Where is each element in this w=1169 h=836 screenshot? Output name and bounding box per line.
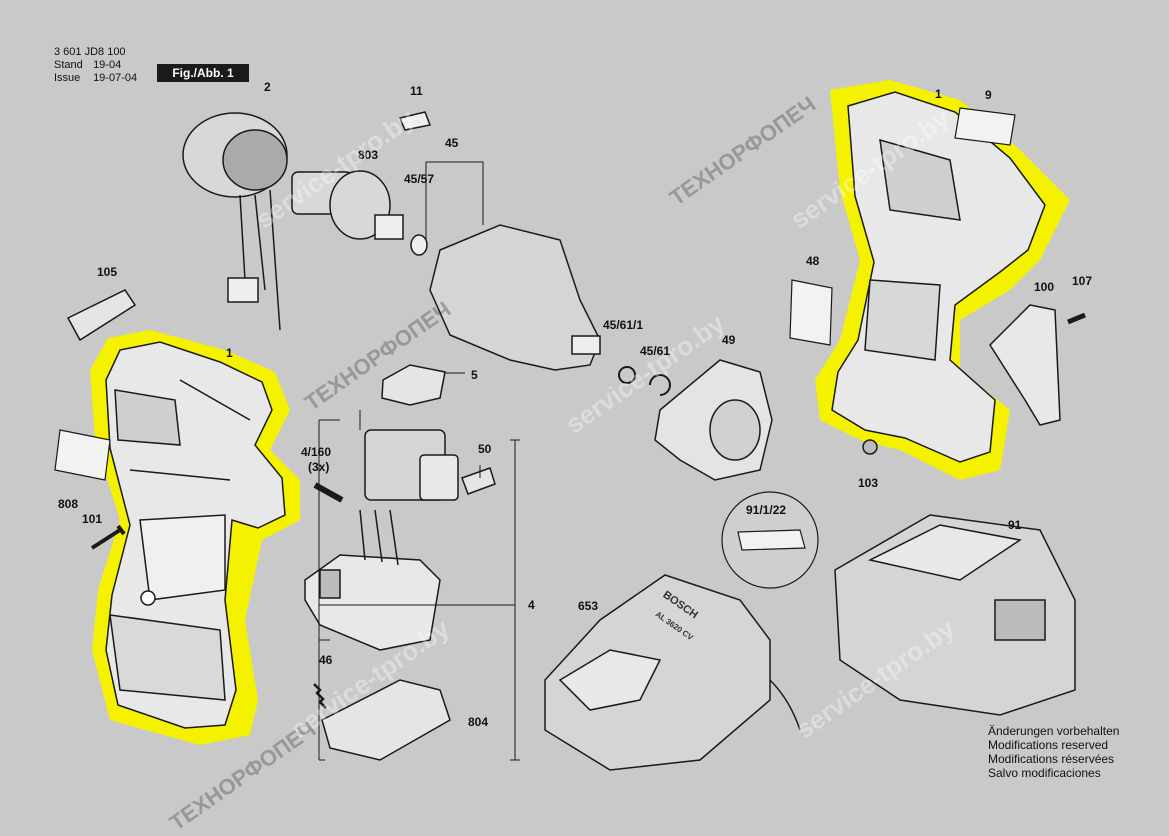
part-label-803: 803: [358, 148, 379, 162]
part-label-101: 101: [82, 512, 103, 526]
label-808: [54, 429, 111, 481]
modification-notes: Änderungen vorbehalten Modifications res…: [988, 724, 1119, 780]
figure-label: Fig./Abb. 1: [157, 64, 249, 82]
issue-value: 19-07-04: [93, 72, 138, 84]
motor-rotor: [291, 170, 404, 240]
note-de: Änderungen vorbehalten: [988, 724, 1120, 738]
part-label-46: 46: [319, 653, 333, 667]
part-label-808: 808: [58, 497, 79, 511]
gear-housing: [429, 224, 601, 371]
label-9: [954, 107, 1016, 146]
housing-right: [831, 91, 1046, 463]
part-label-48: 48: [806, 254, 820, 268]
part-label-49: 49: [722, 333, 736, 347]
ring-45-61-1: [618, 366, 636, 384]
stand-value: 19-04: [93, 59, 122, 71]
issue-label: Issue: [54, 72, 81, 84]
label-48: [789, 279, 833, 346]
led-50: [461, 467, 496, 495]
switch-assembly: [304, 429, 459, 651]
note-es: Salvo modificaciones: [988, 766, 1101, 780]
part-label-91: 91: [1008, 518, 1022, 532]
part-label-2: 2: [264, 80, 271, 94]
part-label-107: 107: [1072, 274, 1093, 288]
part-label-45-61: 45/61: [640, 344, 671, 358]
part-label-804: 804: [468, 715, 489, 729]
part-label-45: 45: [445, 136, 459, 150]
part-label-45-61-1: 45/61/1: [603, 318, 644, 332]
part-label-3x: (3x): [308, 460, 330, 474]
leader-lines: [318, 161, 520, 761]
housing-left: [105, 341, 286, 729]
doc-number: 3 601 JD8 100: [54, 46, 126, 58]
motor-stator: [182, 112, 288, 331]
part-label-103: 103: [858, 476, 879, 490]
note-en: Modifications reserved: [988, 738, 1109, 752]
part-label-50: 50: [478, 442, 492, 456]
direction-switch: [381, 364, 446, 406]
battery-91: [834, 514, 1076, 716]
protective-boot: [654, 359, 773, 481]
stand-label: Stand: [54, 59, 83, 71]
screw-107: [1067, 312, 1086, 325]
belt-clip-100: [989, 304, 1061, 426]
part-label-9: 9: [985, 88, 992, 102]
part-label-653: 653: [578, 599, 599, 613]
part-label-91-1-22: 91/1/22: [746, 503, 787, 517]
part-label-1-left: 1: [226, 346, 233, 360]
nut-103: [862, 439, 878, 455]
part-label-105: 105: [97, 265, 118, 279]
clip-11: [398, 111, 432, 131]
part-label-11: 11: [410, 84, 423, 98]
part-label-4: 4: [528, 598, 535, 612]
part-label-5: 5: [471, 368, 478, 382]
contact-plate-804: [321, 679, 451, 761]
part-label-100: 100: [1034, 280, 1055, 294]
note-fr: Modifications réservées: [988, 752, 1115, 766]
part-label-1-right: 1: [935, 87, 942, 101]
cover-105: [66, 289, 137, 342]
document-header: 3 601 JD8 100 Stand 19-04 Issue 19-07-04: [54, 46, 137, 85]
part-label-45-57: 45/57: [404, 172, 435, 186]
screw-101: [90, 524, 126, 550]
washer-45-57: [410, 234, 428, 256]
charger-653: [544, 574, 801, 771]
part-label-4-160: 4/160: [301, 445, 332, 459]
ring-45-61: [649, 374, 671, 396]
